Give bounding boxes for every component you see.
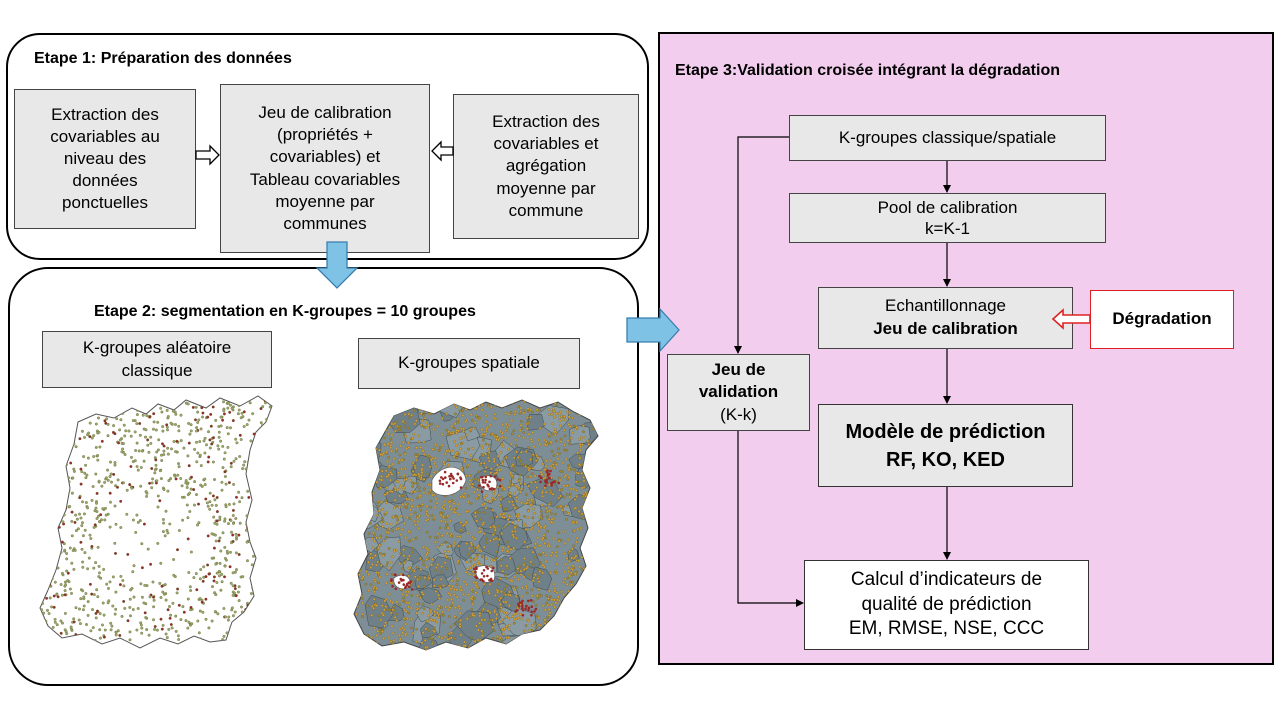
validation-box: Jeu de validation (K-k) <box>667 354 810 431</box>
pool-formula: k=K-1 <box>925 219 970 238</box>
validation-label-2: validation <box>698 382 779 402</box>
model-label: Modèle de prédiction <box>845 420 1046 443</box>
pool-label: Pool de calibration <box>877 197 1018 217</box>
kgroups-box: K-groupes classique/spatiale <box>789 115 1106 161</box>
calibration-set-box: Jeu de calibration (propriétés + covaria… <box>220 84 430 253</box>
spatial-kgroups-map <box>353 399 599 651</box>
random-kgroups-map <box>39 395 273 649</box>
spatial-kgroups-label: K-groupes spatiale <box>358 338 580 389</box>
extraction-aggregation-box: Extraction des covariables et agrégation… <box>453 94 639 239</box>
validation-label-3: (K-k) <box>720 404 757 424</box>
stage2-title: Etape 2: segmentation en K-groupes = 10 … <box>94 303 476 320</box>
stage1-title: Etape 1: Préparation des données <box>34 50 292 67</box>
model-methods: RF, KO, KED <box>886 448 1005 471</box>
indicators-box: Calcul d’indicateurs de qualité de prédi… <box>804 560 1089 650</box>
extraction-points-box: Extraction des covariables au niveau des… <box>14 89 196 229</box>
validation-label-1: Jeu de <box>711 360 766 380</box>
prediction-model-box: Modèle de prédiction RF, KO, KED <box>818 404 1073 487</box>
sampling-calibration-label: Jeu de calibration <box>873 319 1018 338</box>
random-kgroups-label: K-groupes aléatoire classique <box>42 331 272 388</box>
stage3-title: Etape 3:Validation croisée intégrant la … <box>675 62 1060 79</box>
sampling-label: Echantillonnage <box>885 296 1006 316</box>
degradation-box: Dégradation <box>1090 290 1234 349</box>
calibration-pool-box: Pool de calibration k=K-1 <box>789 193 1106 243</box>
sampling-box: Echantillonnage Jeu de calibration <box>818 287 1073 349</box>
